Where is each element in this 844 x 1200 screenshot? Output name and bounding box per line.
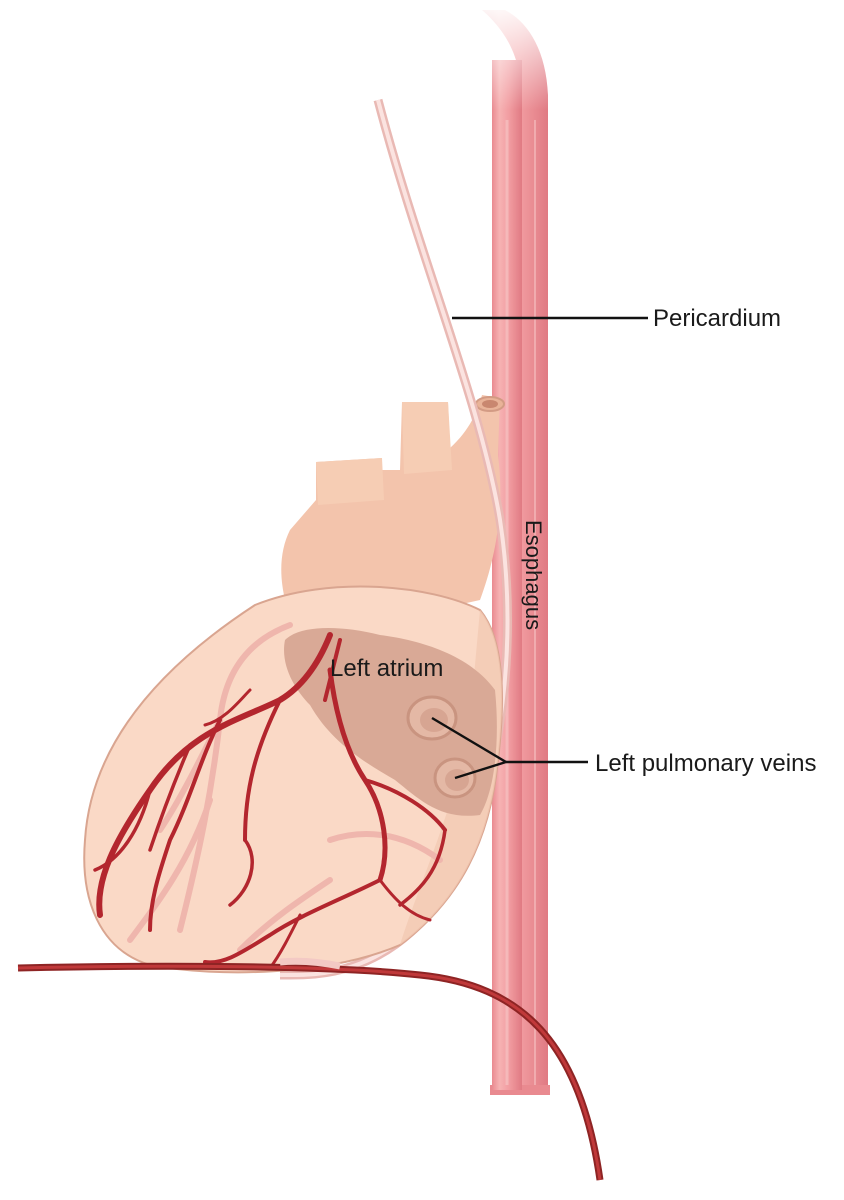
pulmonary-vein-leader-upper [431,716,507,764]
pericardium-label: Pericardium [653,305,781,332]
leader-lines [431,316,648,780]
heart-base [281,395,505,640]
aorta [17,957,604,1181]
pulmonary-vein-leader-lower [454,760,507,780]
left-atrium-label: Left atrium [330,655,443,682]
coronary-arteries [93,632,447,970]
left-pulmonary-veins-label: Left pulmonary veins [595,750,816,777]
esophagus-label: Esophagus [521,520,546,630]
left-atrium [284,628,497,816]
